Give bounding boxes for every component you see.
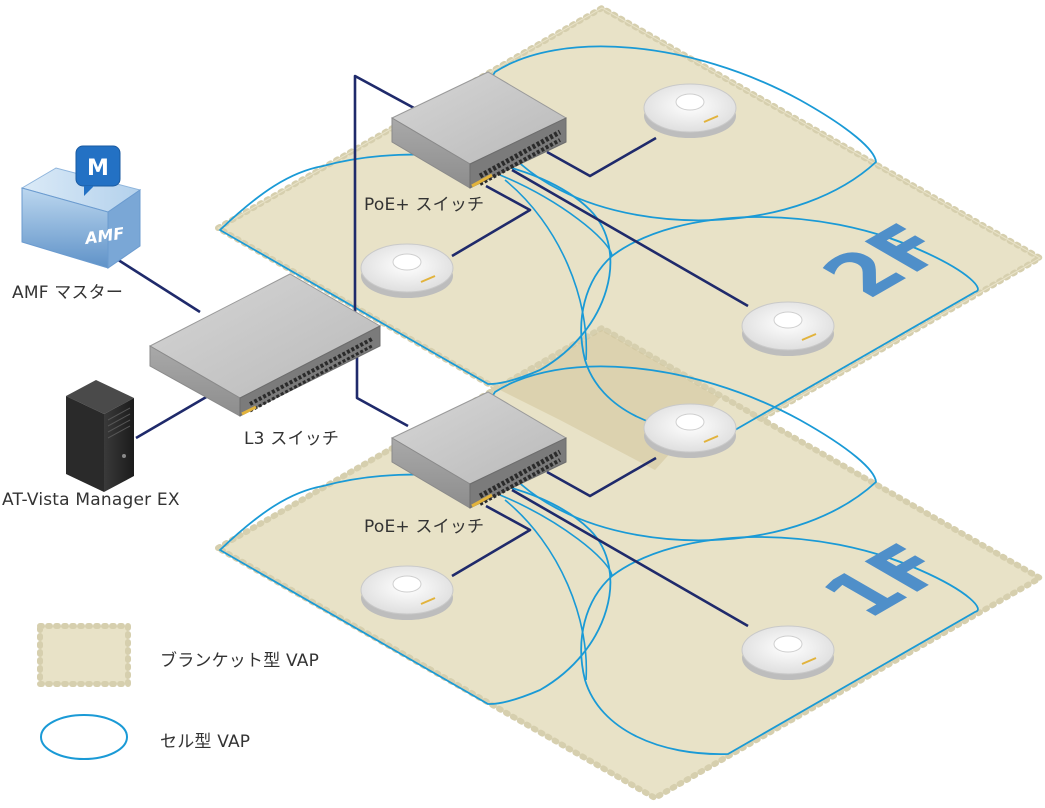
amf-badge-letter: M: [87, 156, 109, 181]
cell-vap-area: [485, 45, 877, 222]
cell-vap-area: [485, 365, 877, 542]
cable-poe1f-ap-c: [511, 488, 749, 628]
amf-master-badge: M: [75, 145, 121, 196]
legend-blanket-label: ブランケット型 VAP: [160, 651, 320, 671]
access-point[interactable]: [643, 403, 737, 458]
cable-poe2f-ap-b: [451, 184, 532, 258]
label-l3-switch: L3 スイッチ: [244, 429, 340, 449]
legend-blanket-swatch: [37, 623, 131, 687]
poe-switch-1f[interactable]: [390, 391, 568, 509]
legend-cell-swatch: [40, 714, 128, 760]
legend-cell-label: セル型 VAP: [160, 732, 251, 752]
cable-l3-to-poe-1f: [355, 340, 409, 428]
amf-master-box[interactable]: AMF: [20, 167, 142, 269]
label-poe-switch-1f: PoE+ スイッチ: [364, 517, 485, 537]
cable-amf-to-l3: [111, 254, 201, 314]
label-amf-master: AMF マスター: [12, 283, 124, 303]
label-poe-switch-2f: PoE+ スイッチ: [364, 195, 485, 215]
access-point[interactable]: [741, 625, 835, 680]
vista-manager-server[interactable]: [66, 380, 134, 492]
access-point[interactable]: [741, 301, 835, 356]
label-vista-manager: AT-Vista Manager EX: [2, 490, 180, 510]
cable-poe1f-ap-a: [546, 456, 657, 498]
l3-switch[interactable]: [148, 273, 382, 417]
cell-links: [499, 174, 613, 681]
cable-poe2f-ap-a: [546, 136, 657, 178]
cable-poe2f-ap-c: [511, 168, 749, 308]
access-point[interactable]: [360, 243, 454, 298]
legend: [37, 623, 131, 760]
access-point[interactable]: [360, 565, 454, 620]
access-point[interactable]: [643, 83, 737, 138]
cable-l3-to-poe-2f: [353, 74, 415, 312]
cell-vap-area: [580, 216, 979, 435]
cell-vap-area: [580, 536, 979, 755]
cable-poe1f-ap-b: [451, 504, 532, 578]
poe-switch-2f[interactable]: [390, 0, 568, 189]
cables: [111, 74, 749, 628]
cable-vista-to-l3: [135, 394, 209, 440]
